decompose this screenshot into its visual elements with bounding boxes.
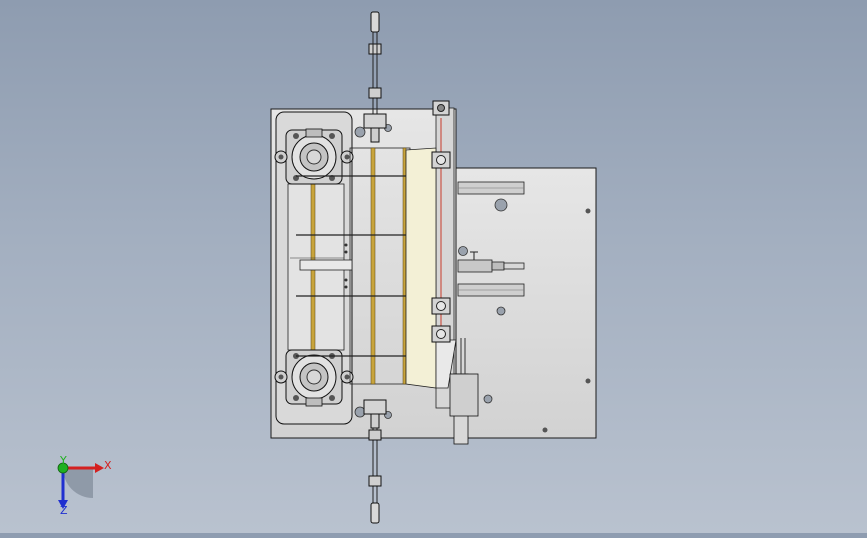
axis-z-label: Z bbox=[60, 504, 68, 517]
axis-x-label: X bbox=[104, 459, 112, 472]
bolt-hole-icon bbox=[483, 394, 493, 404]
ball-bearing-housing-icon[interactable] bbox=[274, 128, 354, 185]
bolt-hole-icon bbox=[494, 198, 508, 212]
bolt-hole-icon bbox=[496, 306, 506, 316]
sensor-brackets[interactable] bbox=[431, 100, 479, 445]
bottom-adjustment-rod[interactable] bbox=[363, 399, 387, 524]
pneumatic-cylinder-icon[interactable] bbox=[457, 251, 525, 273]
axis-y-label: Y bbox=[59, 454, 67, 467]
top-adjustment-rod[interactable] bbox=[363, 11, 387, 143]
ball-bearing-housing-icon[interactable] bbox=[274, 349, 354, 407]
reference-triad-icon bbox=[57, 462, 104, 509]
bolt-hole-icon bbox=[354, 126, 366, 138]
